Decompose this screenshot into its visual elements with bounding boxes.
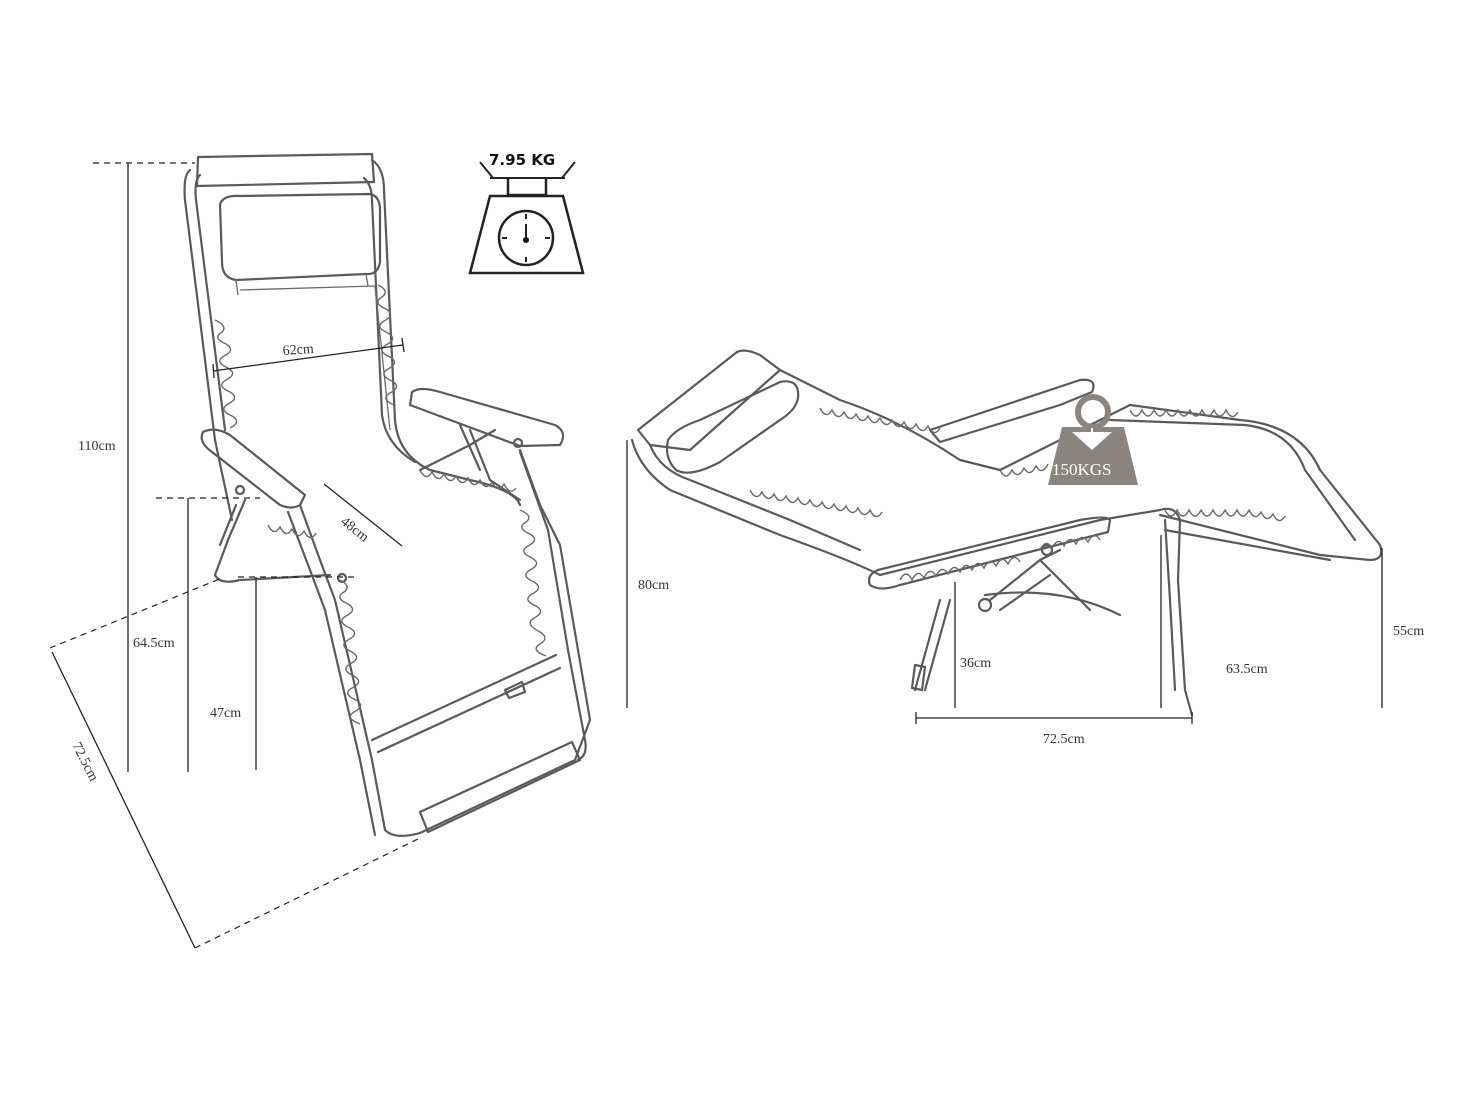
reclined-leg-height-label: 63.5cm (1226, 662, 1268, 677)
reclined-seat-height-label: 36cm (960, 656, 991, 671)
reclined-height-label: 80cm (638, 578, 669, 593)
reclined-dimension-lines (626, 440, 1383, 724)
armrest-height-label: 64.5cm (133, 636, 175, 651)
upright-dimension-lines (49, 162, 421, 949)
reclined-chair-drawing: 150KGS (630, 349, 1383, 717)
upright-depth-label: 72.5cm (68, 740, 100, 784)
upright-chair-drawing (183, 152, 592, 837)
scale-weight-icon: 7.95 KG (468, 151, 585, 275)
upright-height-label: 110cm (78, 439, 116, 454)
reclined-dimension-labels: 80cm 36cm 63.5cm 55cm 72.5cm (638, 578, 1424, 747)
weight-label: 7.95 KG (489, 151, 555, 169)
reclined-base-length-label: 72.5cm (1043, 732, 1085, 747)
seat-height-label: 47cm (210, 706, 241, 721)
seat-width-label: 48cm (338, 514, 372, 545)
reclined-foot-height-label: 55cm (1393, 624, 1424, 639)
upright-width-label: 62cm (282, 342, 314, 359)
max-load-weight-icon: 150KGS (1048, 394, 1138, 485)
max-load-label: 150KGS (1052, 460, 1112, 479)
